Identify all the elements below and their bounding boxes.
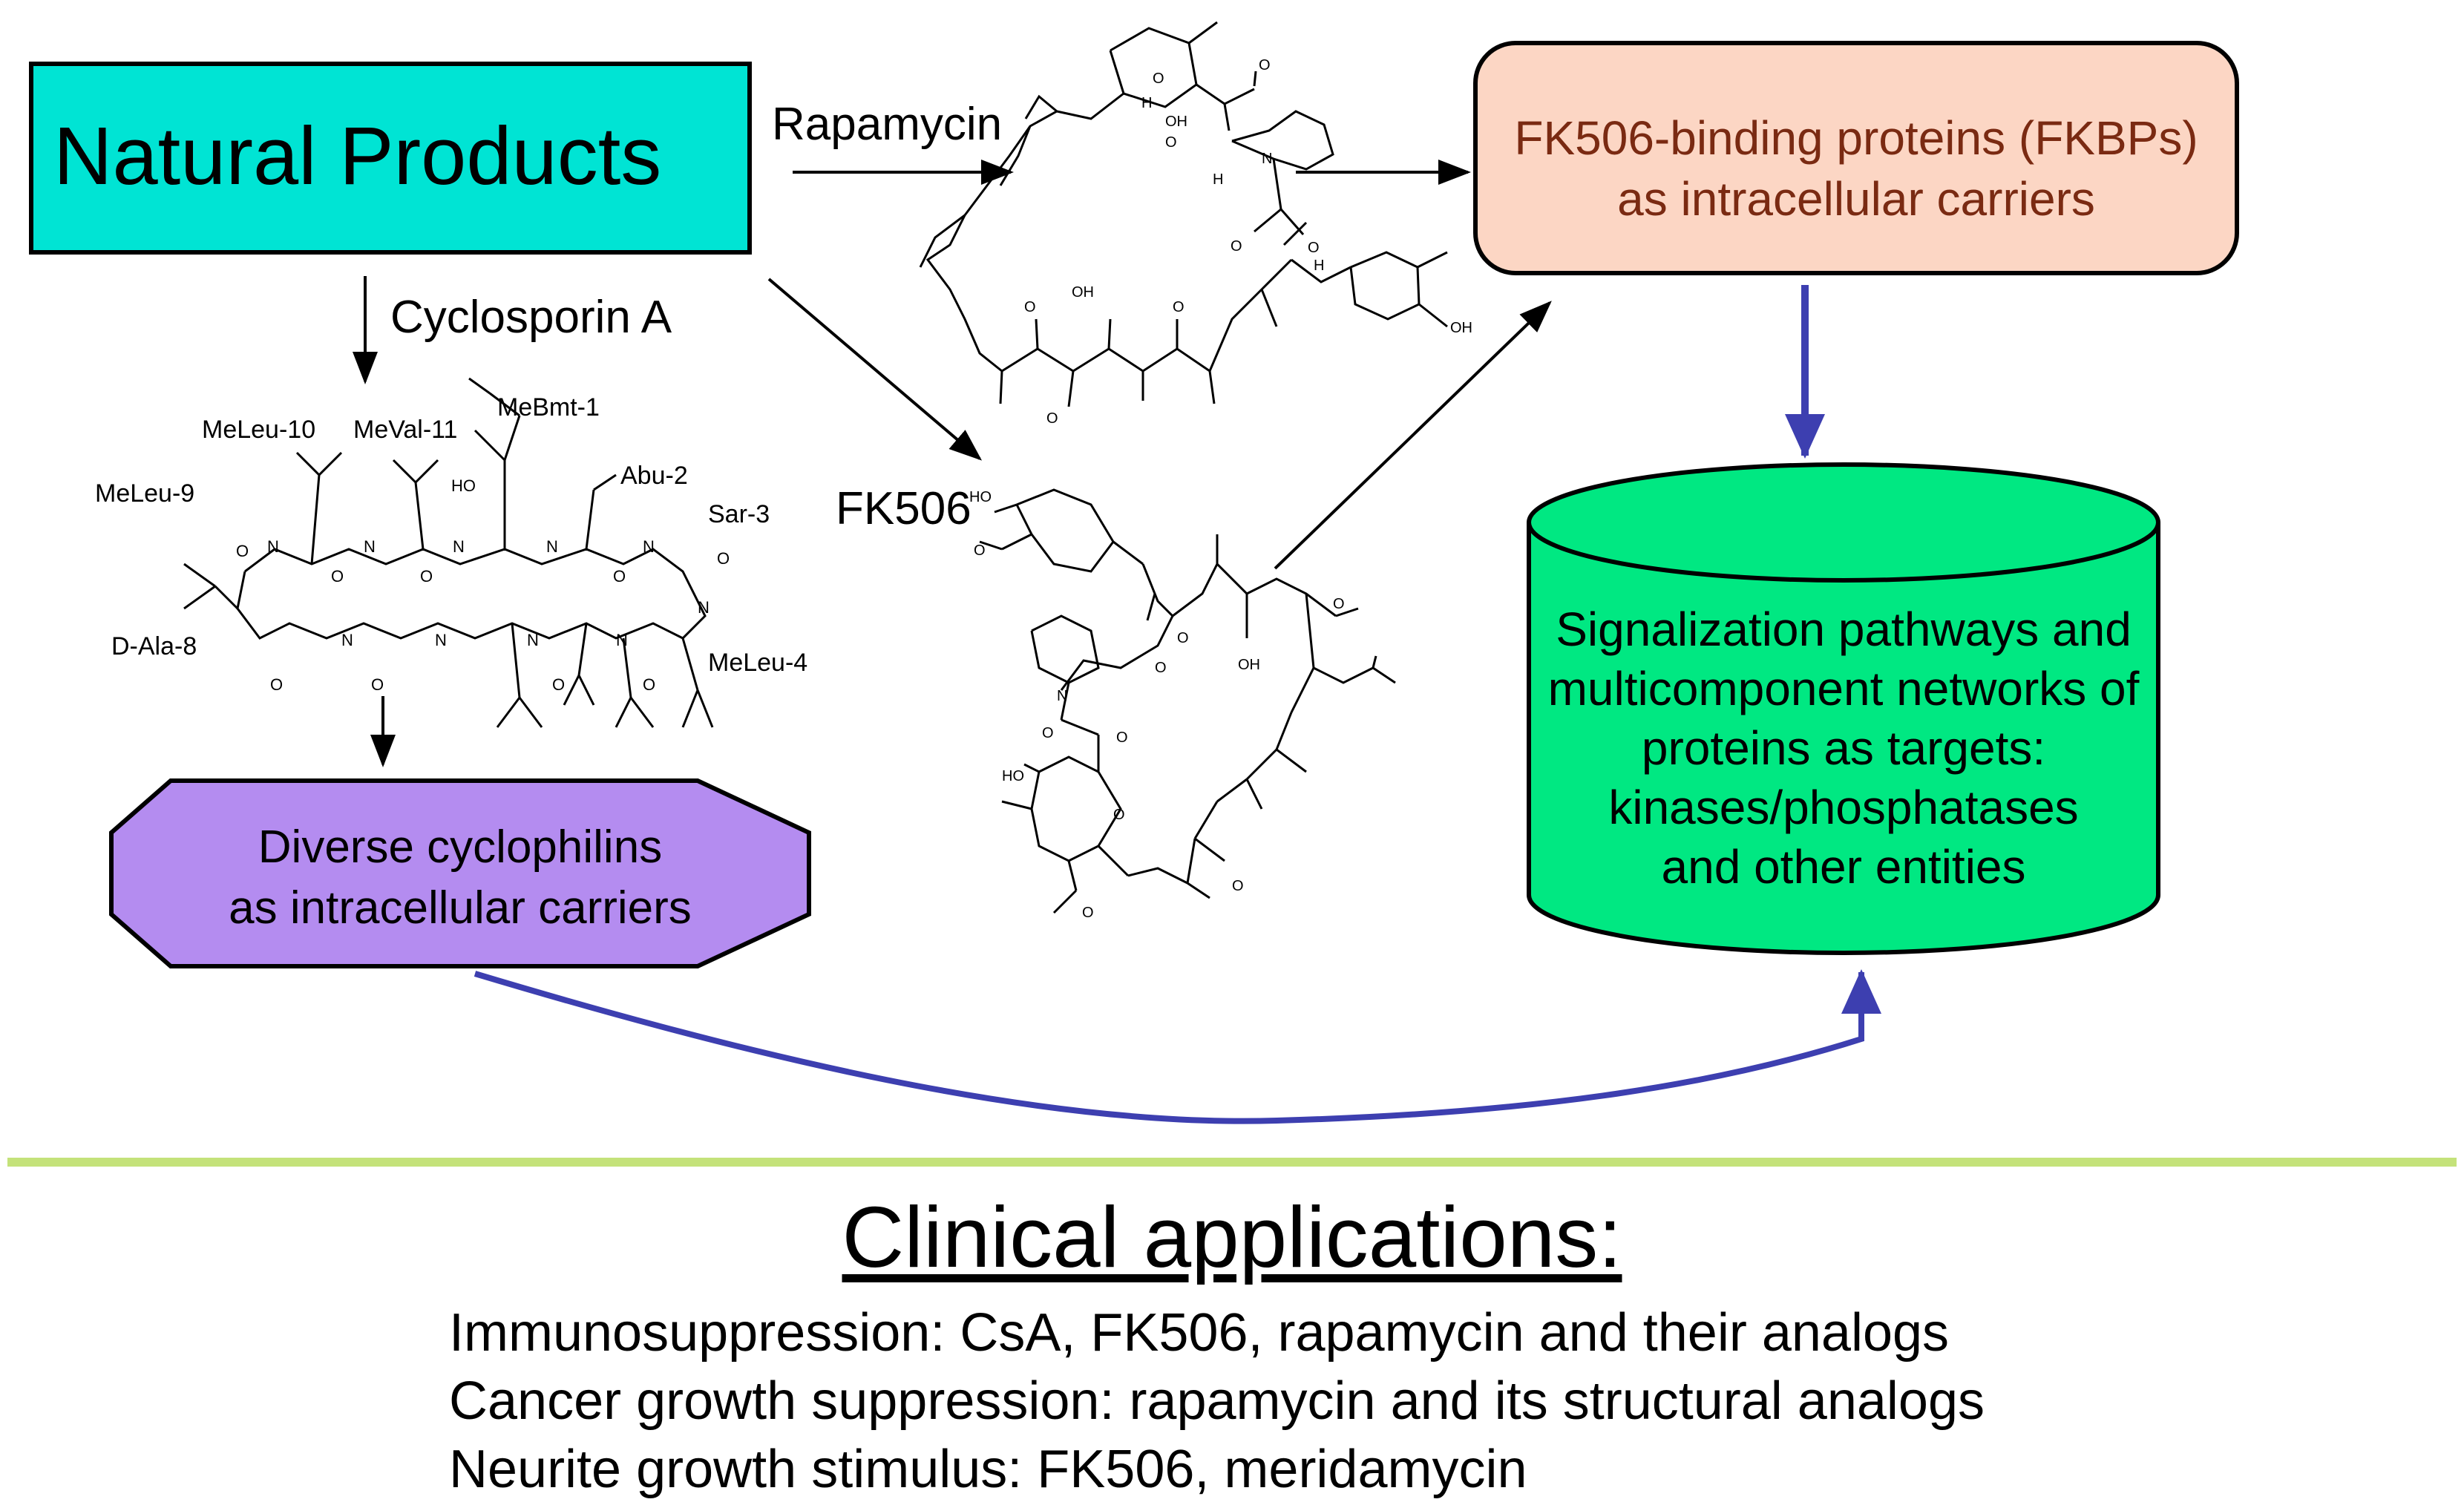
fk506-structure [979,488,1396,914]
residue-abu2: Abu-2 [620,462,688,490]
clinical-item-neurite: Neurite growth stimulus: FK506, meridamy… [449,1440,1527,1499]
cyclophilin-label-line1: Diverse cyclophilins [258,822,662,873]
csa-atom-nh4: N [616,631,628,649]
fkbp-label-line2: as intracellular carriers [1617,172,2095,226]
clinical-item-immunosuppression: Immunosuppression: CsA, FK506, rapamycin… [449,1303,1950,1363]
fk-atom-o6: O [1116,729,1128,746]
rapamycin-structure [919,21,1448,407]
fkbp-box [1473,41,2239,275]
rapa-atom-o2: O [1259,57,1271,73]
csa-atom-n1: N [267,537,279,556]
cyclosporin-atom-labels: HO N N N N N N N N N N O O O O O O O O O [236,476,730,694]
csa-atom-n2: N [364,537,376,556]
rapa-atom-h1: H [1141,95,1152,111]
residue-dala8: D-Ala-8 [111,632,197,660]
csa-atom-o6: O [270,675,283,694]
targets-label-line4: kinases/phosphatases [1608,781,2078,834]
fk-atom-o7: O [1113,807,1125,823]
rapa-atom-o8: O [1046,410,1058,427]
rapa-atom-o5: O [1308,240,1320,256]
rapa-atom-o1: O [1153,71,1164,87]
residue-meval11: MeVal-11 [353,416,457,444]
fk-atom-o2: O [1177,630,1189,646]
csa-atom-ho: HO [451,476,476,495]
natural-products-label: Natural Products [53,111,661,202]
fk-atom-ho2: HO [1002,768,1024,784]
rapamycin-label: Rapamycin [772,99,1002,150]
rapa-atom-h2: H [1213,171,1223,188]
rapa-atom-o6: O [1024,299,1036,315]
targets-label-line1: Signalization pathways and [1556,603,2132,656]
arrow-fk506-to-fkbp [1274,301,1552,570]
residue-meleu4: MeLeu-4 [708,649,807,677]
csa-atom-o7: O [371,675,384,694]
fk-atom-n1: N [1057,688,1067,704]
fk-atom-o3: O [1333,596,1345,612]
residue-meleu10: MeLeu-10 [202,416,315,444]
residue-mebmt1: MeBmt-1 [497,393,600,422]
fkbp-label-line1: FK506-binding proteins (FKBPs) [1514,111,2198,165]
fk-atom-oh1: OH [1238,657,1260,673]
rapa-atom-oh3: OH [1450,320,1472,336]
csa-atom-n3: N [453,537,465,556]
csa-atom-nh2: N [341,631,353,649]
rapa-atom-n1: N [1262,151,1272,167]
fk506-label: FK506 [836,483,971,534]
csa-atom-nh1: N [546,537,558,556]
residue-meleu9: MeLeu-9 [95,479,194,508]
csa-atom-o9: O [643,675,655,694]
fk-atom-o8: O [1082,905,1094,921]
targets-label-line3: proteins as targets: [1642,721,2045,775]
csa-atom-o4: O [613,567,626,586]
rapamycin-atom-labels: O H OH O O N H O O O OH O O H OH [1024,57,1472,427]
clinical-applications-list: Immunosuppression: CsA, FK506, rapamycin… [449,1299,1985,1504]
fk-atom-ho1: HO [969,489,992,505]
targets-cylinder [1527,462,2160,955]
targets-label-line5: and other entities [1662,840,2026,894]
csa-atom-o8: O [552,675,565,694]
arrow-cyclophilin-to-targets [474,969,1881,1124]
clinical-applications-title: Clinical applications: [842,1189,1622,1285]
csa-atom-o5: O [717,549,730,568]
clinical-item-cancer: Cancer growth suppression: rapamycin and… [449,1371,1985,1431]
csa-atom-o3: O [420,567,433,586]
rapa-atom-h3: H [1314,258,1324,274]
csa-atom-o1: O [236,542,249,560]
arrow-to-fk506 [767,278,983,461]
cyclosporin-label: Cyclosporin A [390,292,672,343]
fk506-atom-labels: HO O O OH O O N O O HO O O O [969,489,1345,921]
cyclosporin-residue-labels: MeLeu-10 MeVal-11 MeBmt-1 Abu-2 MeLeu-9 … [95,393,807,677]
fk-atom-o9: O [1232,878,1244,894]
cyclophilin-label-line2: as intracellular carriers [229,882,692,934]
targets-label-line2: multicomponent networks of [1548,662,2140,715]
natural-products-box [29,62,752,255]
csa-atom-n6: N [527,631,539,649]
rapa-atom-oh1: OH [1165,114,1187,130]
fk-atom-o1: O [974,542,986,559]
cyclophilin-box [109,778,811,968]
csa-atom-o2: O [331,567,344,586]
rapa-atom-o4: O [1231,238,1242,255]
csa-atom-nh3: N [435,631,447,649]
residue-sar3: Sar-3 [708,500,770,528]
rapa-atom-oh2: OH [1072,284,1094,301]
rapa-atom-o7: O [1173,299,1185,315]
cyclosporin-structure [183,377,714,728]
rapa-atom-o3: O [1165,134,1177,151]
csa-atom-n4: N [643,537,655,556]
fk-atom-o5: O [1042,725,1054,741]
csa-atom-n5: N [698,598,710,617]
fk-atom-o4: O [1155,660,1167,676]
